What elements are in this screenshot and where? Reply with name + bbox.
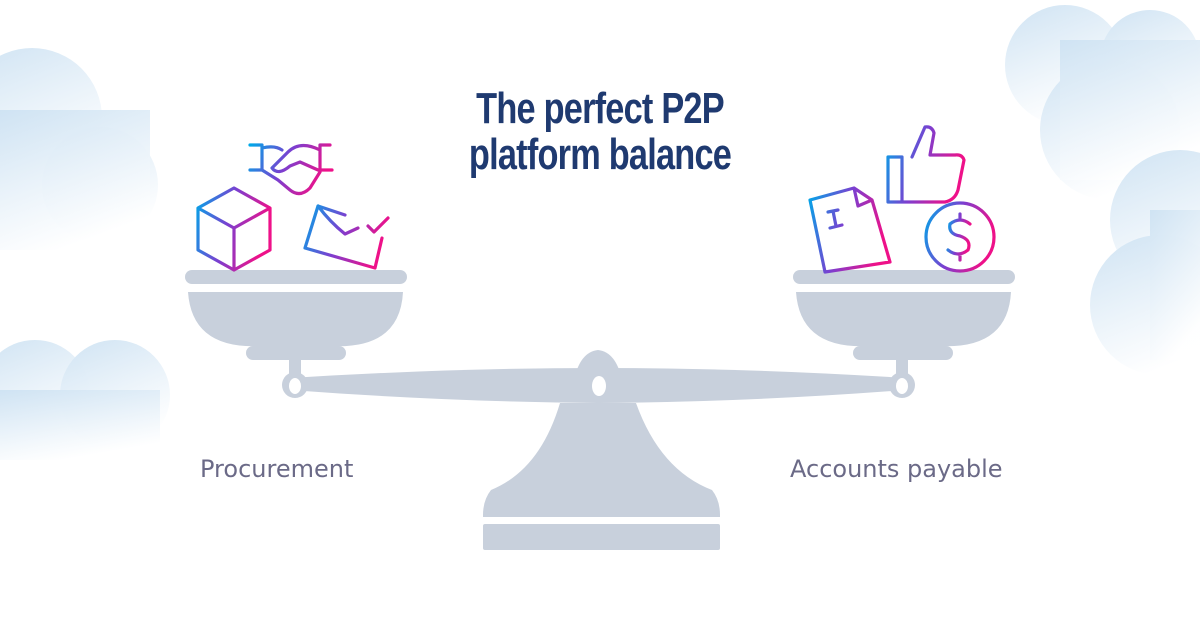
label-procurement: Procurement: [200, 455, 354, 483]
thumbs-up-icon: [886, 125, 966, 204]
dollar-coin-icon: [924, 201, 996, 273]
pivot-holes: [289, 376, 908, 396]
invoice-document-icon: [808, 186, 892, 274]
title-line-1: The perfect P2P: [476, 84, 724, 133]
cloud-right-bottom: [1090, 150, 1200, 375]
cube-icon: [196, 186, 272, 272]
cloud-left-bottom: [0, 340, 170, 460]
cloud-left-top: [0, 48, 158, 250]
page-title: The perfect P2P platform balance: [444, 86, 756, 178]
balance-scale: [185, 270, 1015, 550]
label-accounts-payable: Accounts payable: [790, 455, 1003, 483]
handshake-icon: [248, 143, 334, 196]
envelope-check-icon: [303, 204, 390, 270]
title-line-2: platform balance: [468, 130, 732, 179]
